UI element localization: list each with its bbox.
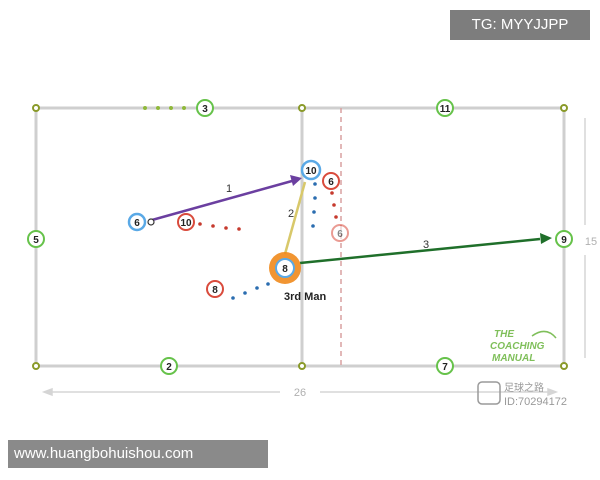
width-label: 26 xyxy=(294,387,306,399)
pass-1-label: 1 xyxy=(226,183,232,195)
coaching-manual-logo: THE COACHING MANUAL xyxy=(490,329,557,364)
pass-2-label: 2 xyxy=(288,208,294,220)
player-blue-10: 10 xyxy=(300,159,322,181)
player-green-5: 5 xyxy=(27,230,45,248)
svg-text:5: 5 xyxy=(33,235,39,246)
website-watermark: www.huangbohuishou.com xyxy=(8,440,268,468)
player-green-2: 2 xyxy=(160,357,178,375)
player-blue-6: 6 xyxy=(127,212,155,232)
svg-text:6: 6 xyxy=(337,229,343,240)
pass-2-arrow xyxy=(283,181,307,255)
player-center-8-third-man: 8 xyxy=(269,252,301,284)
svg-text:6: 6 xyxy=(134,218,140,229)
field-background xyxy=(30,60,600,420)
player-green-3: 3 xyxy=(196,99,214,117)
pass-3-label: 3 xyxy=(423,239,429,251)
svg-text:6: 6 xyxy=(328,177,334,188)
svg-text:足球之路: 足球之路 xyxy=(504,381,544,394)
ball-icon xyxy=(147,218,155,226)
player-red-6-faded: 6 xyxy=(331,224,349,242)
svg-text:COACHING: COACHING xyxy=(490,341,545,352)
svg-text:2: 2 xyxy=(166,362,172,373)
svg-text:3: 3 xyxy=(202,104,208,115)
player-green-7: 7 xyxy=(436,357,454,375)
player-green-9: 9 xyxy=(555,230,573,248)
pass-1-head xyxy=(290,175,302,186)
run-trail-red-10 xyxy=(198,222,241,231)
svg-text:10: 10 xyxy=(180,218,192,229)
pass-3-arrow xyxy=(299,237,541,265)
run-trail-red-6 xyxy=(330,191,338,219)
source-watermark: 足球之路 ID:70294172 xyxy=(477,381,567,408)
player-green-11: 11 xyxy=(436,99,454,117)
green-dots-top xyxy=(143,106,186,110)
telegram-watermark: TG: MYYJJPP xyxy=(450,10,590,40)
run-trail-8 xyxy=(231,282,270,300)
svg-text:MANUAL: MANUAL xyxy=(492,353,535,364)
svg-text:ID:70294172: ID:70294172 xyxy=(504,396,567,408)
run-trail-blue-10 xyxy=(311,182,317,228)
svg-text:10: 10 xyxy=(305,166,317,177)
svg-text:THE: THE xyxy=(494,329,514,340)
pass-3-head xyxy=(540,233,552,244)
svg-text:9: 9 xyxy=(561,235,567,246)
svg-text:8: 8 xyxy=(212,285,218,296)
svg-text:11: 11 xyxy=(440,104,451,115)
player-red-8: 8 xyxy=(206,280,224,298)
width-dimension xyxy=(41,387,559,397)
corner-markers xyxy=(32,104,568,370)
player-red-6: 6 xyxy=(322,172,340,190)
third-man-label: 3rd Man xyxy=(284,291,326,303)
svg-text:8: 8 xyxy=(282,264,288,275)
player-red-10: 10 xyxy=(177,213,195,231)
pass-1-arrow xyxy=(151,179,293,222)
height-label: 15 xyxy=(585,236,597,248)
svg-text:7: 7 xyxy=(442,362,448,373)
